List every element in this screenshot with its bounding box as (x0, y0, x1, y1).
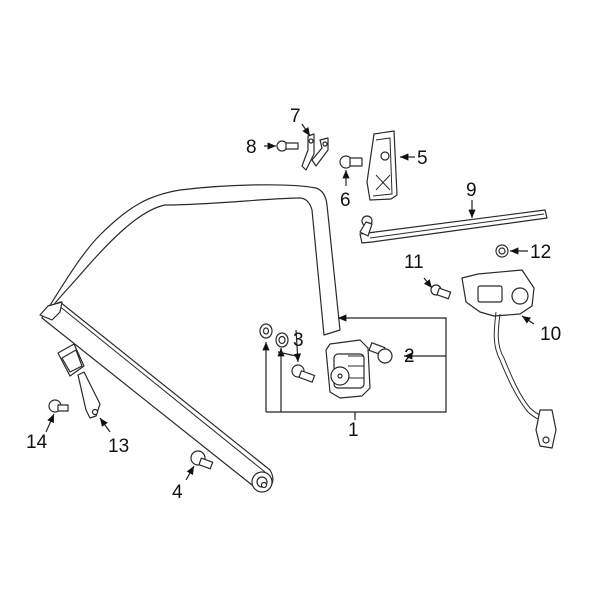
washers (259, 323, 289, 348)
bolt-3 (291, 364, 316, 383)
leader-lines (45, 123, 535, 481)
webbing-end-anchor (251, 471, 273, 493)
nut-12 (495, 244, 509, 258)
callout-11: 11 (404, 252, 424, 273)
bolt-8 (276, 140, 299, 152)
assembly-bracket (262, 314, 447, 420)
callout-5: 5 (417, 148, 428, 169)
bracket-7 (301, 133, 329, 171)
buckle (57, 343, 101, 419)
bolt-14 (48, 399, 69, 413)
bolt-6 (339, 155, 363, 169)
bolt-11 (430, 284, 452, 300)
callout-6: 6 (340, 190, 351, 211)
bracket-5 (366, 130, 398, 201)
callout-4: 4 (172, 482, 183, 503)
bolt-2 (368, 342, 393, 364)
bolt-4 (190, 450, 214, 470)
callout-12: 12 (530, 242, 551, 263)
callout-1: 1 (348, 420, 359, 441)
callout-14: 14 (26, 432, 48, 453)
callout-10: 10 (540, 324, 561, 345)
callout-2: 2 (404, 346, 415, 367)
callout-3: 3 (293, 330, 304, 351)
retractor (325, 339, 371, 399)
callout-7: 7 (290, 106, 301, 127)
pretensioner-motor (461, 269, 557, 449)
callout-8: 8 (246, 137, 257, 158)
callout-13: 13 (108, 436, 129, 457)
callout-9: 9 (466, 180, 477, 201)
guide-rail (359, 209, 548, 244)
